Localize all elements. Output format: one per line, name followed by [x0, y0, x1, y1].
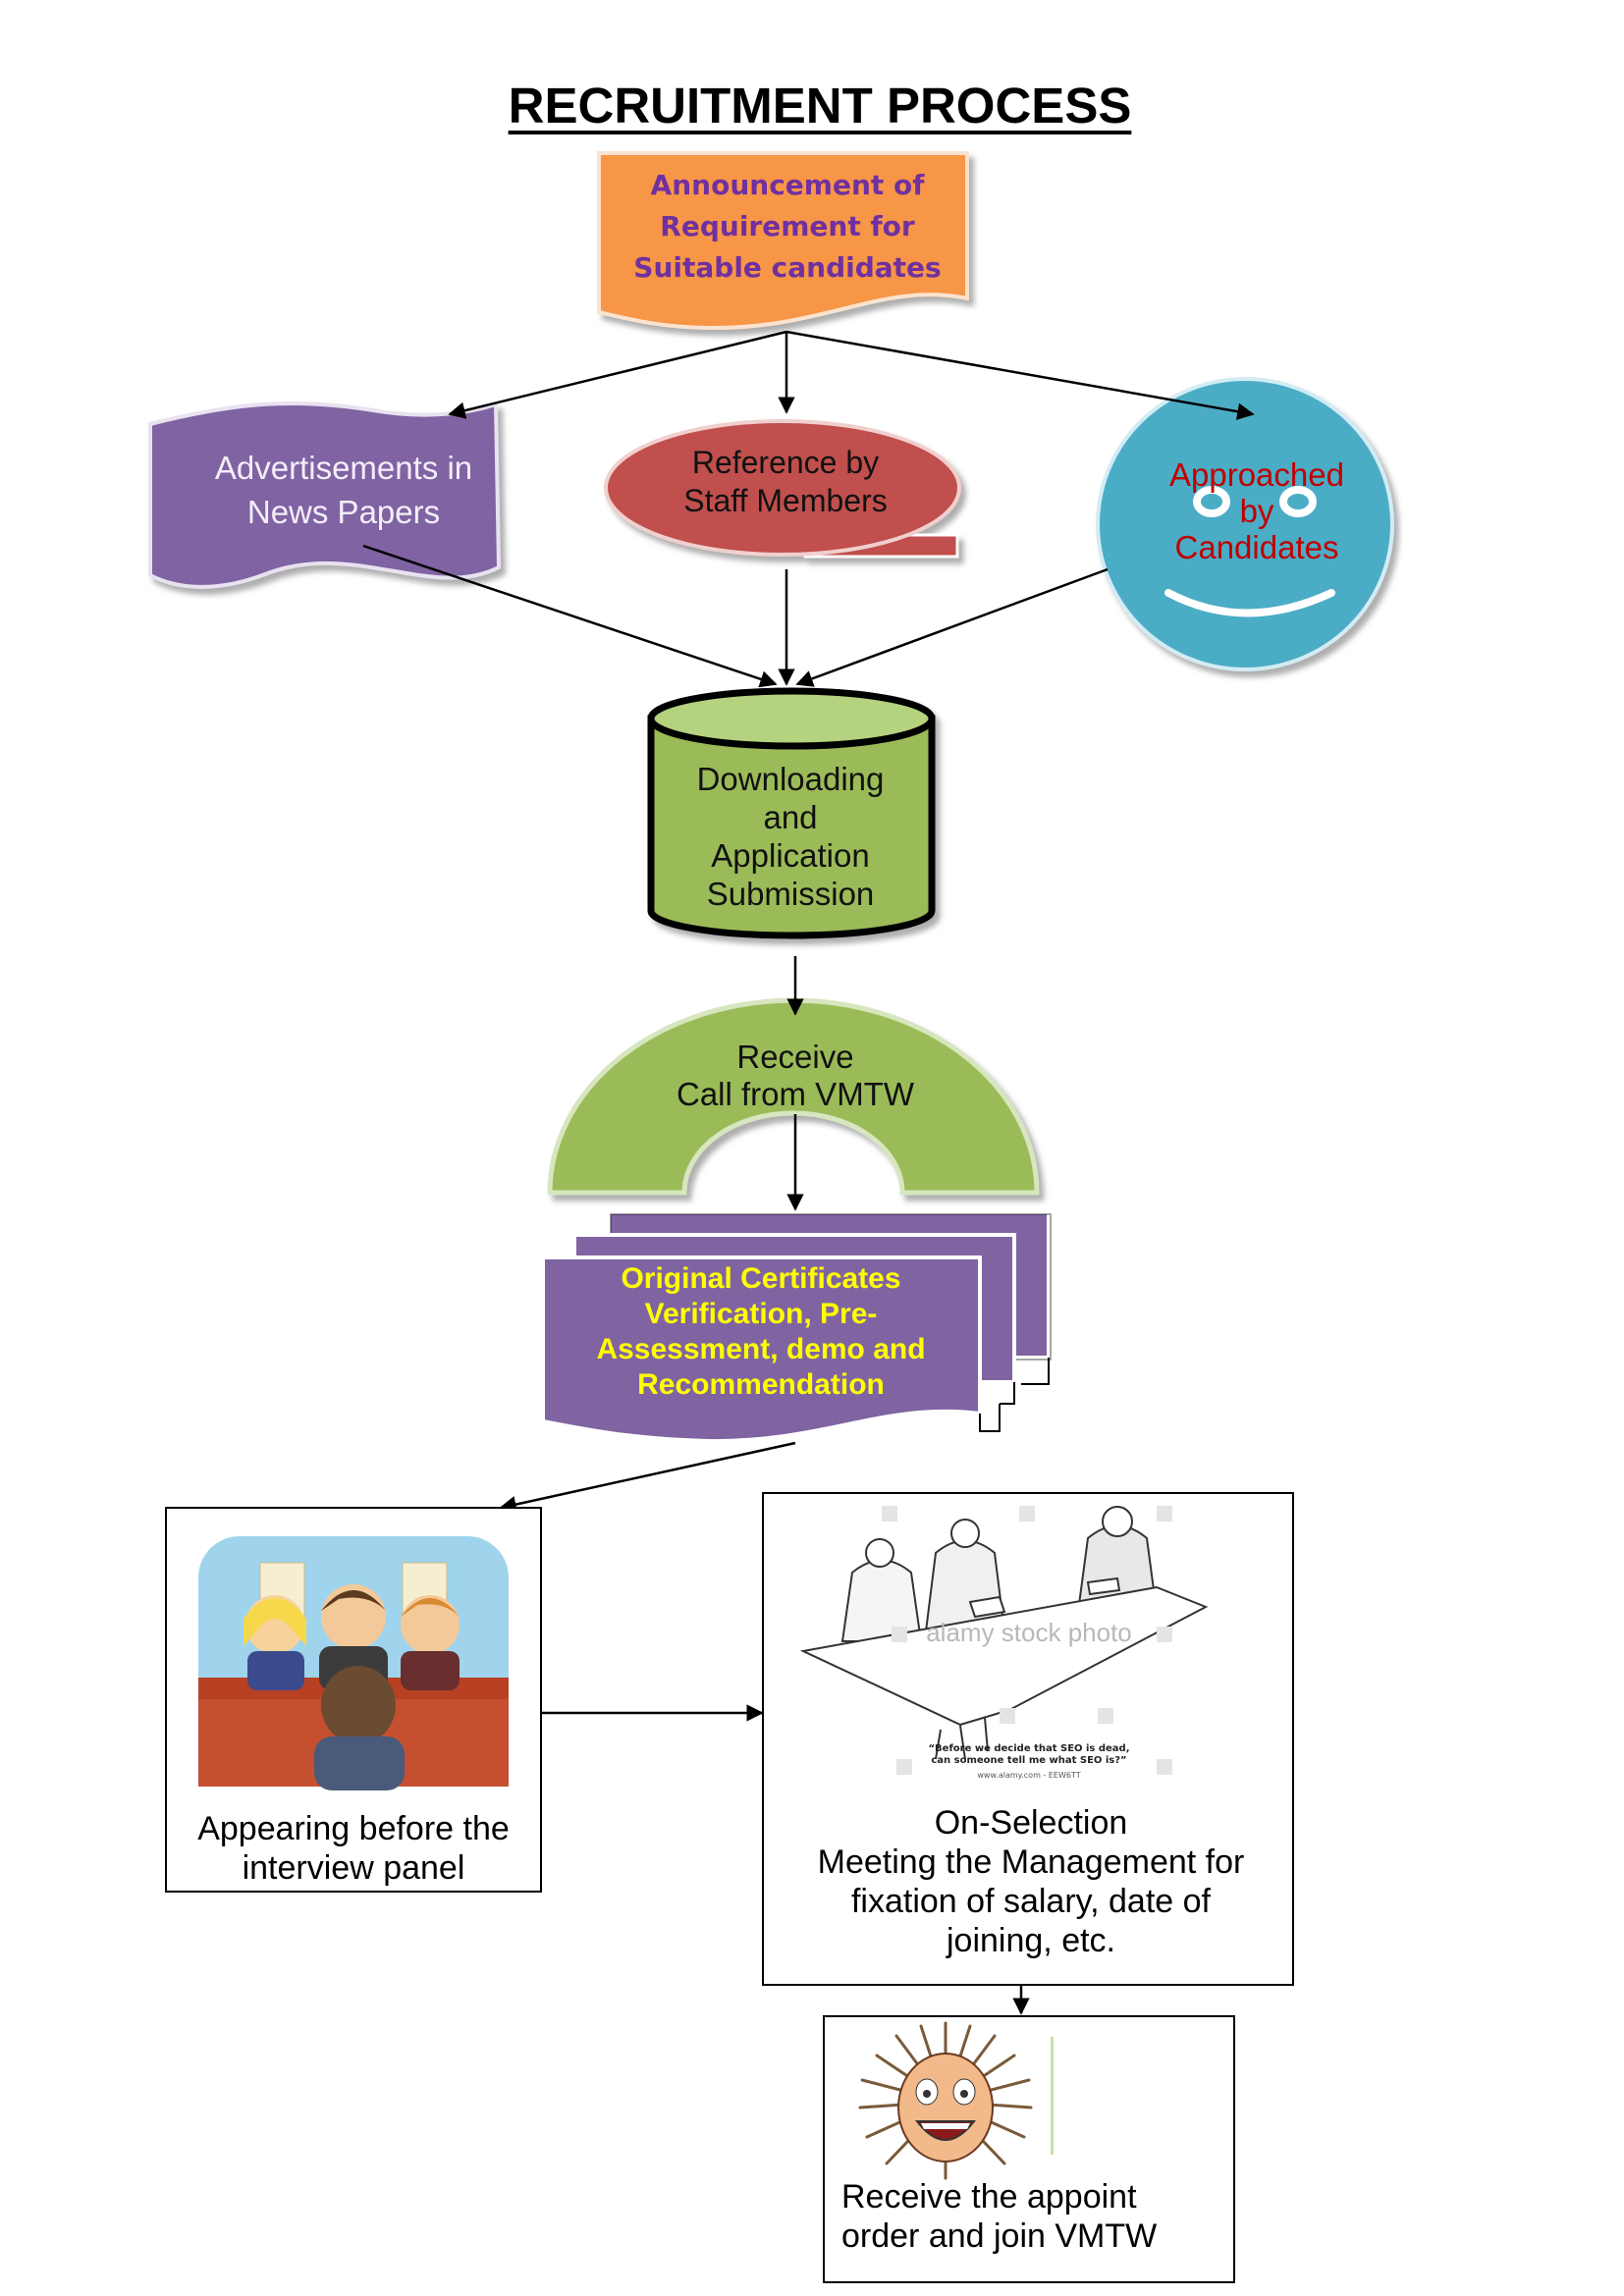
on-selection-box: alamy stock photo “Before we decide that…	[762, 1492, 1294, 1986]
on-selection-label: On-Selection Meeting the Management for …	[817, 1804, 1245, 1959]
downloading-label: Downloading and Application Submission	[696, 761, 885, 912]
stock-credit: www.alamy.com - EEW6TT	[977, 1771, 1081, 1780]
receive-call-label: Receive Call from VMTW	[677, 1039, 914, 1112]
stock-caption: “Before we decide that SEO is dead, can …	[928, 1743, 1130, 1766]
receive-call-arch-shape	[547, 997, 1040, 1196]
meeting-stock-cartoon: alamy stock photo	[799, 1506, 1209, 1775]
connectors	[362, 330, 1255, 2015]
approached-label: Approached by Candidates	[1169, 456, 1344, 565]
interview-cartoon-illustration	[198, 1536, 509, 1790]
announcement-label: Announcement of Requirement for Suitable…	[633, 169, 942, 284]
stock-watermark: alamy stock photo	[926, 1618, 1132, 1647]
advertisements-shape	[148, 400, 502, 589]
join-box	[823, 2015, 1235, 2283]
announcement-shape	[597, 151, 969, 331]
smiley-left-eye	[1193, 486, 1230, 517]
smiley-mouth	[1164, 589, 1335, 617]
smiley-right-eye	[1279, 486, 1317, 517]
interview-label: Appearing before the interview panel	[197, 1810, 510, 1887]
interview-panel-box	[165, 1507, 542, 1893]
page-title: RECRUITMENT PROCESS	[508, 78, 1132, 133]
excited-face-illustration	[858, 2021, 1033, 2180]
join-label: Receive the appoint order and join VMTW	[841, 2178, 1158, 2255]
approached-smiley-shape	[1096, 377, 1394, 671]
reference-shape	[604, 419, 961, 559]
advertisements-label: Advertisements in News Papers	[214, 450, 473, 530]
certificates-label: Original Certificates Verification, Pre-…	[596, 1262, 926, 1401]
downloading-cylinder-shape	[647, 687, 936, 939]
certificates-stack-shape	[541, 1210, 1052, 1444]
reference-label: Reference by Staff Members	[683, 445, 888, 518]
join-side-decoration	[1051, 2037, 1054, 2155]
